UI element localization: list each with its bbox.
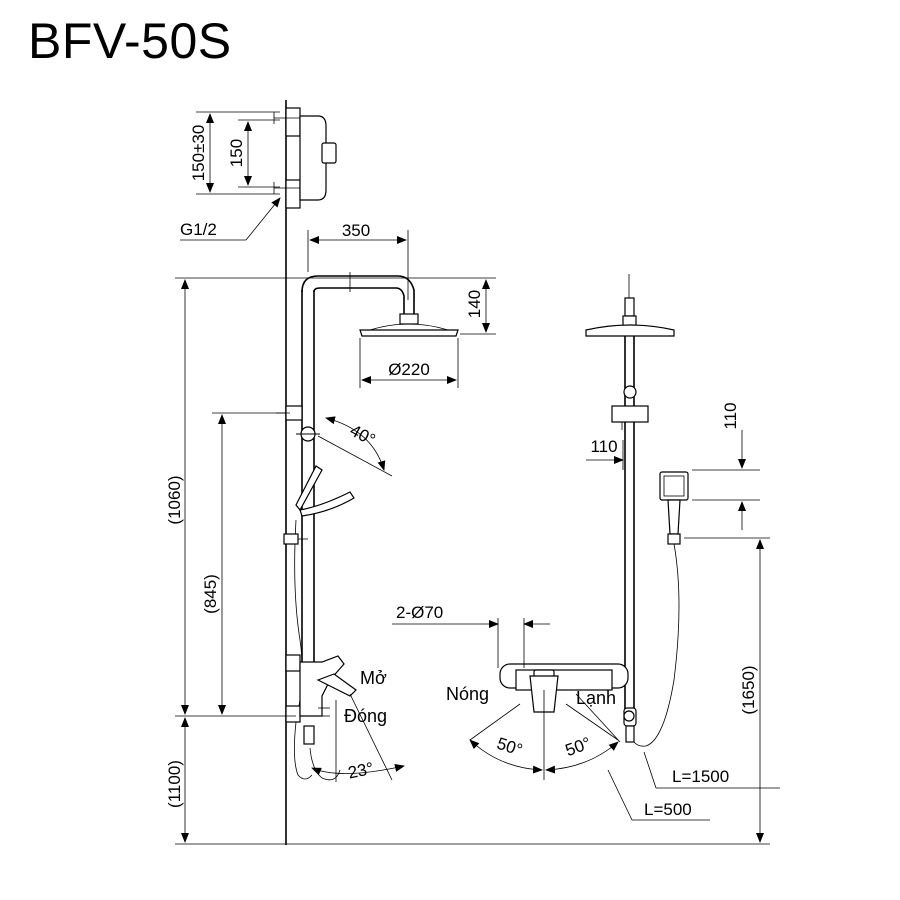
open-label: Mở [360,668,387,688]
floor-height-label: (1100) [165,760,184,808]
thread-leader [180,197,281,241]
mixer-front-view [499,663,635,743]
mixer-side-view [273,100,337,845]
bracket-height-label: (845) [201,574,220,614]
head-drop-dimension [175,277,496,335]
head-diameter-label: Ø220 [388,360,430,379]
hose-long-label: L=1500 [672,767,729,786]
bracket-height-dimension [212,412,290,715]
wall-spacing-dimension [196,111,280,195]
cold-label: Lạnh [576,688,616,708]
flange-dimension [392,618,550,668]
shower-column-side [276,272,459,781]
total-height-label: (1060) [165,475,184,524]
hot-label: Nóng [446,684,489,704]
shower-height-label: (1650) [739,665,758,714]
flange-label: 2-Ø70 [396,603,443,622]
hose-short-label: L=500 [644,800,692,819]
side-offset-v-dimension [692,430,760,530]
left-swing-label: 50° [495,734,525,760]
head-drop-label: 140 [465,290,484,318]
head-diameter-dimension [359,338,459,388]
side-offset-h-dimension [586,440,624,470]
inlet-spacing-label: 150 [227,139,246,167]
lever-angle-dimension [311,693,405,782]
lever-swing-dimension [469,690,619,780]
close-label: Đóng [344,706,387,726]
page-title: BFV-50S [28,13,232,69]
arm-length-dimension [307,230,409,300]
thread-label: G1/2 [180,220,217,239]
shower-height-dimension [684,537,770,845]
arm-length-label: 350 [342,221,370,240]
head-angle-label: 40° [347,421,379,450]
wall-spacing-label: 150±30 [189,125,208,182]
side-offset-v-label: 110 [721,402,740,429]
side-offset-h-label: 110 [590,437,617,456]
head-angle-dimension [317,416,393,477]
lever-angle-label: 23° [346,759,375,783]
hose-long-leader [643,751,780,789]
right-swing-label: 50° [563,734,594,761]
hose-short-leader [607,769,710,821]
total-height-dimension [175,279,296,717]
